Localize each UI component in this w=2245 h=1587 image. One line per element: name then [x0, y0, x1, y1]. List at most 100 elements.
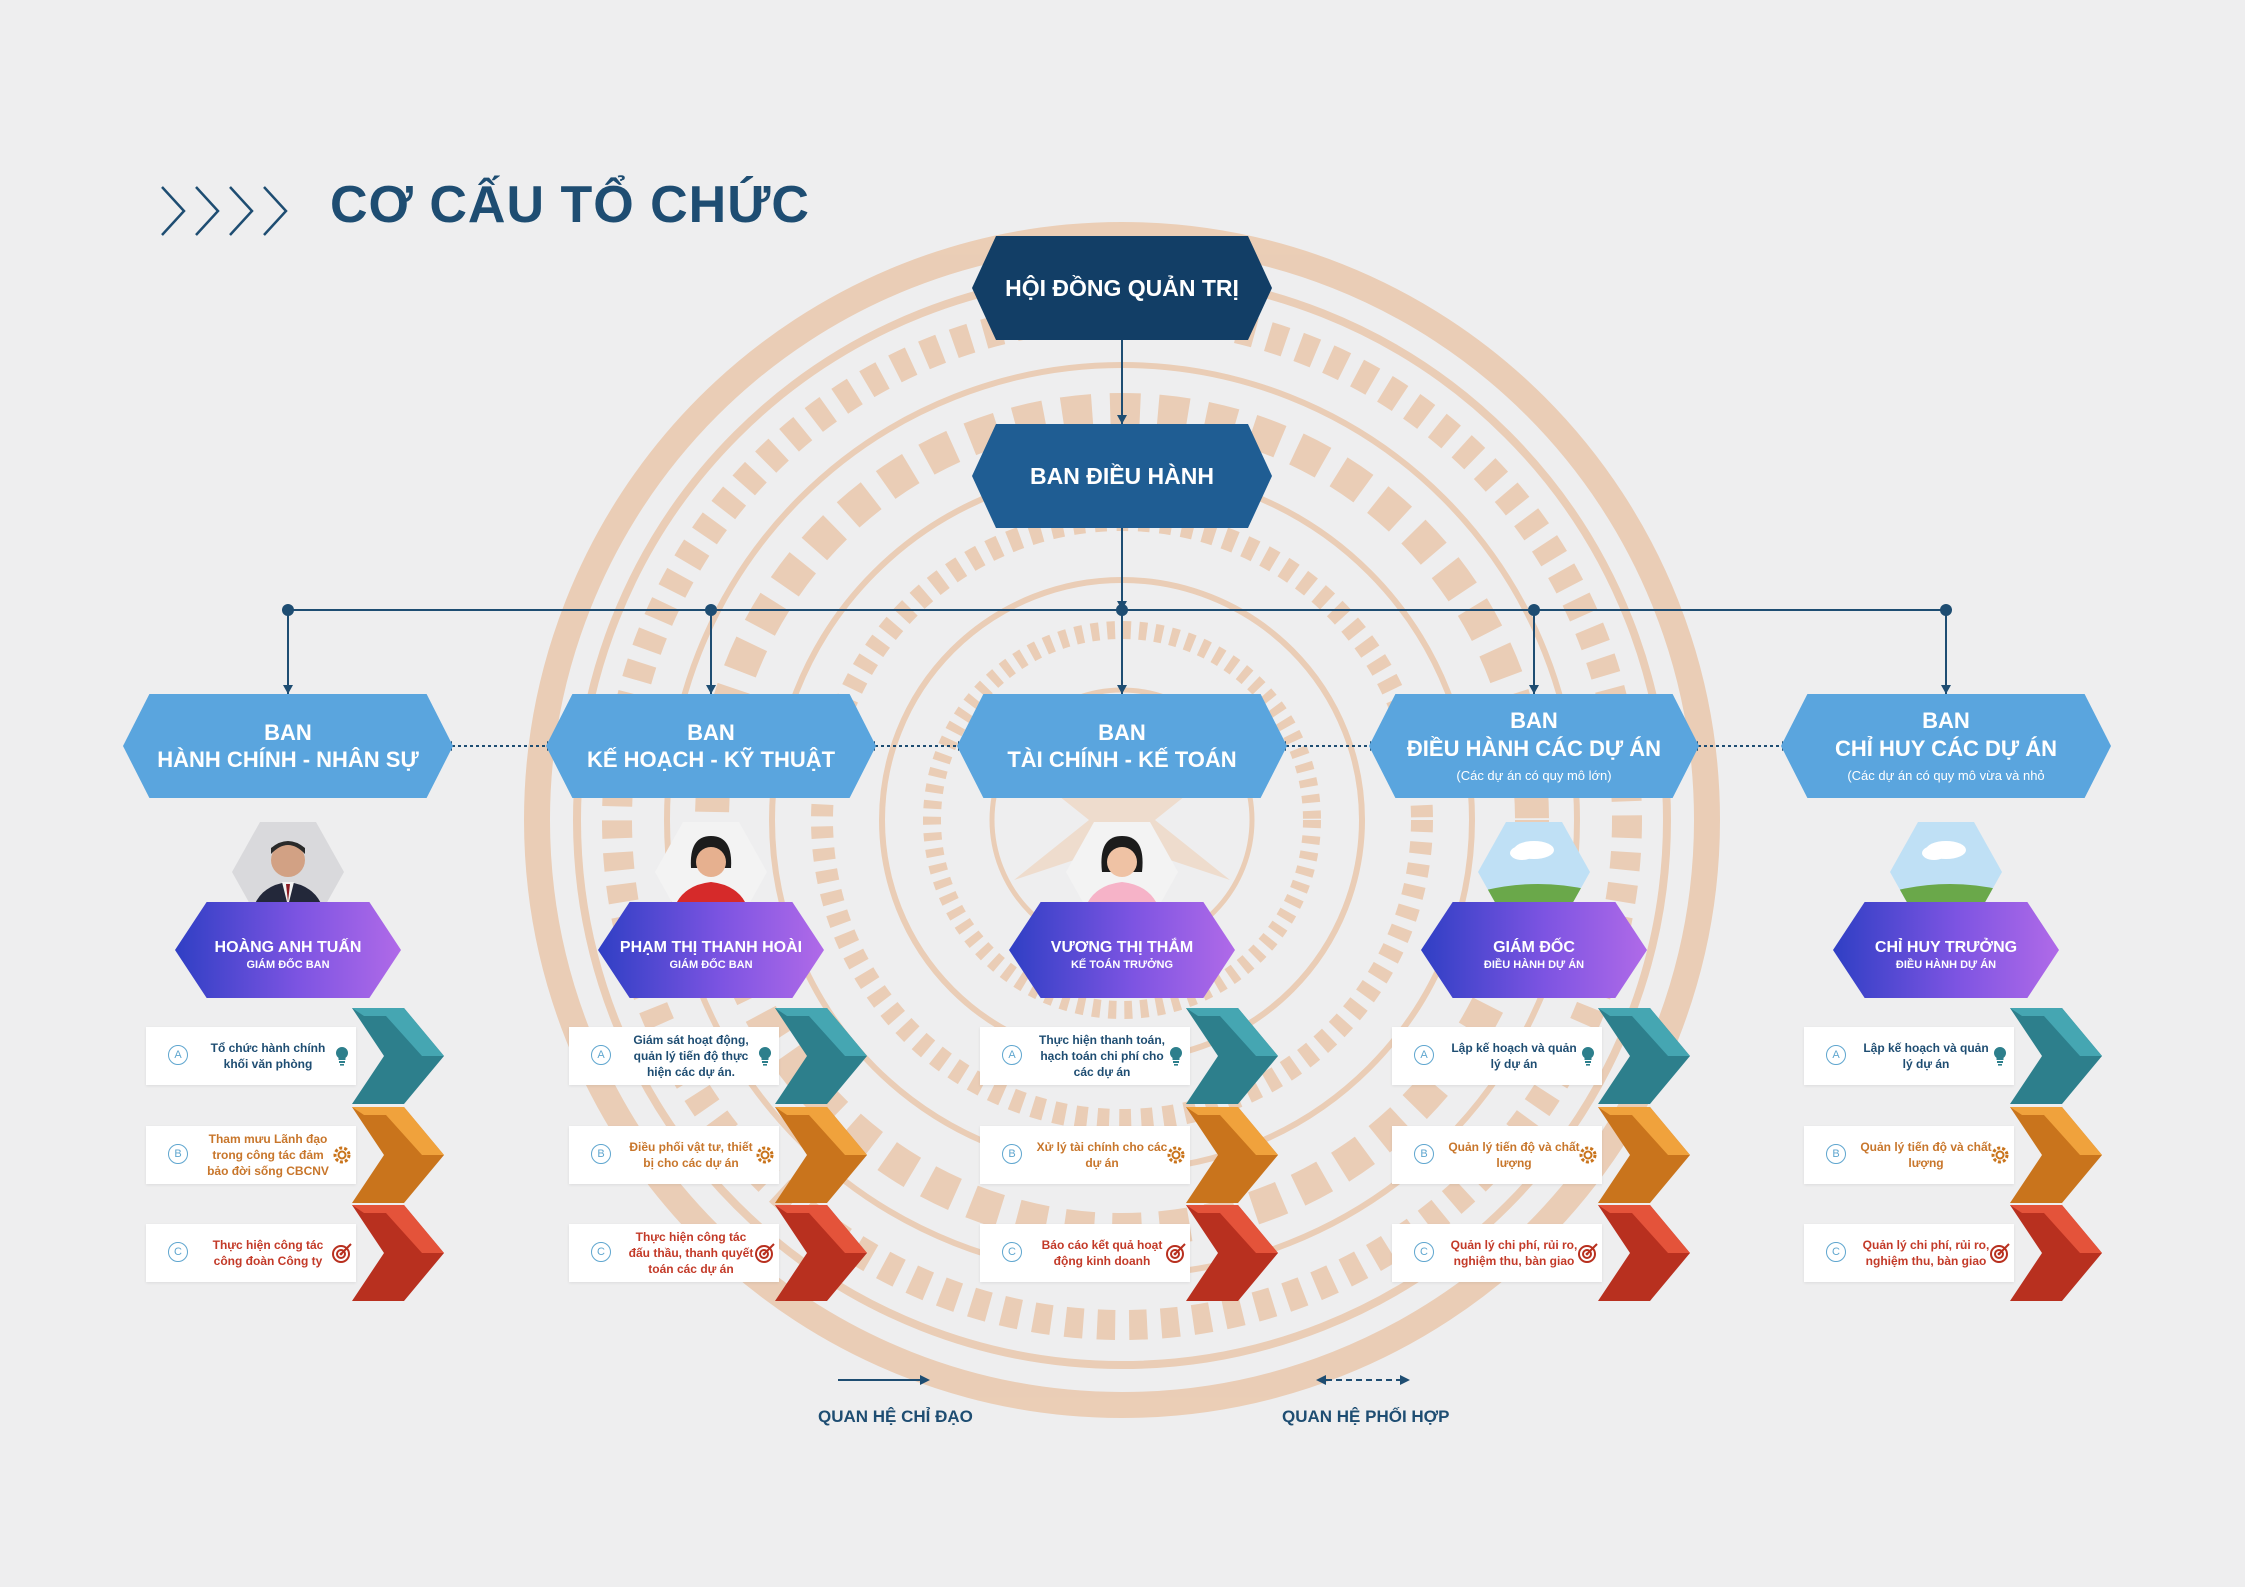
- chevron-arrow-icon: [1598, 1008, 1690, 1104]
- lightbulb-icon: [1164, 1044, 1188, 1068]
- department-name: TÀI CHÍNH - KẾ TOÁN: [1007, 747, 1237, 772]
- duty-text: Tham mưu Lãnh đạo trong công tác đảm bảo…: [207, 1131, 329, 1179]
- person-name: HOÀNG ANH TUẤN: [214, 939, 362, 956]
- chevron-arrow-icon: [2010, 1107, 2102, 1203]
- duty-text: Tổ chức hành chính khối văn phòng: [210, 1040, 326, 1071]
- legend-direct-arrow: [838, 1375, 930, 1385]
- department-prefix: BAN: [1098, 719, 1146, 745]
- duty-card: C Báo cáo kết quả hoạt động kinh doanh: [980, 1224, 1190, 1282]
- chevron-arrow-icon: [1186, 1107, 1278, 1203]
- department-prefix: BAN: [687, 719, 735, 745]
- chevron-arrow-icon: [1186, 1205, 1278, 1301]
- target-icon: [753, 1241, 777, 1265]
- arrowhead: [1529, 685, 1539, 694]
- duty-card: A Tổ chức hành chính khối văn phòng: [146, 1027, 356, 1085]
- person-role: ĐIỀU HÀNH DỰ ÁN: [1895, 959, 1997, 971]
- legend-coord-arrow: [1316, 1375, 1410, 1385]
- duty-text: Thực hiện công tác đấu thầu, thanh quyết…: [628, 1229, 754, 1277]
- duty-letter-badge: A: [168, 1045, 188, 1065]
- person-card: GIÁM ĐỐC ĐIỀU HÀNH DỰ ÁN: [1421, 902, 1647, 998]
- duty-letter-badge: B: [591, 1144, 611, 1164]
- target-icon: [330, 1241, 354, 1265]
- duty-letter-badge: B: [1414, 1144, 1434, 1164]
- duty-card: B Quản lý tiến độ và chất lượng: [1392, 1126, 1602, 1184]
- duty-text: Thực hiện công tác công đoàn Công ty: [212, 1237, 324, 1268]
- person-card: CHỈ HUY TRƯỞNG ĐIỀU HÀNH DỰ ÁN: [1833, 902, 2059, 998]
- arrowhead: [1941, 685, 1951, 694]
- department-name: HÀNH CHÍNH - NHÂN SỰ: [157, 747, 419, 772]
- person-name: VƯƠNG THỊ THẮM: [1050, 939, 1194, 956]
- chevron-arrow-icon: [775, 1205, 867, 1301]
- duty-letter-badge: A: [591, 1045, 611, 1065]
- duty-text: Xử lý tài chính cho các dự án: [1036, 1139, 1168, 1170]
- chevron-arrow-icon: [775, 1107, 867, 1203]
- person-name: CHỈ HUY TRƯỞNG: [1874, 939, 2018, 956]
- person-name: GIÁM ĐỐC: [1493, 939, 1575, 956]
- duty-card: B Quản lý tiến độ và chất lượng: [1804, 1126, 2014, 1184]
- target-icon: [1988, 1241, 2012, 1265]
- chevron-arrow-icon: [2010, 1205, 2102, 1301]
- chevron-arrow-icon: [352, 1008, 444, 1104]
- gear-icon: [1988, 1143, 2012, 1167]
- arrowhead: [706, 685, 716, 694]
- gear-icon: [1164, 1143, 1188, 1167]
- duty-text: Quản lý tiến độ và chất lượng: [1448, 1139, 1580, 1170]
- duty-letter-badge: C: [1002, 1242, 1022, 1262]
- chevron-arrow-icon: [352, 1205, 444, 1301]
- duty-text: Thực hiện thanh toán, hạch toán chi phí …: [1038, 1032, 1166, 1080]
- duty-letter-badge: A: [1414, 1045, 1434, 1065]
- department-name: ĐIỀU HÀNH CÁC DỰ ÁN: [1406, 735, 1662, 761]
- chevron-arrow-icon: [775, 1008, 867, 1104]
- department-prefix: BAN: [1510, 708, 1558, 734]
- person-role: KẾ TOÁN TRƯỞNG: [1070, 959, 1174, 971]
- lightbulb-icon: [1576, 1044, 1600, 1068]
- page-title: CƠ CẤU TỔ CHỨC: [330, 176, 810, 234]
- gear-icon: [753, 1143, 777, 1167]
- arrowhead: [1117, 415, 1127, 424]
- person-card: VƯƠNG THỊ THẮM KẾ TOÁN TRƯỞNG: [1009, 902, 1235, 998]
- chevron-arrow-icon: [1186, 1008, 1278, 1104]
- duty-text: Quản lý tiến độ và chất lượng: [1860, 1139, 1992, 1170]
- legend-direct-label: QUAN HỆ CHỈ ĐẠO: [818, 1407, 973, 1426]
- target-icon: [1576, 1241, 1600, 1265]
- chevron-arrow-icon: [352, 1107, 444, 1203]
- legend-coord-label: QUAN HỆ PHỐI HỢP: [1282, 1407, 1450, 1426]
- target-icon: [1164, 1241, 1188, 1265]
- lightbulb-icon: [753, 1044, 777, 1068]
- department-prefix: BAN: [264, 719, 312, 745]
- duty-letter-badge: A: [1002, 1045, 1022, 1065]
- chevrons-icon: [161, 186, 288, 236]
- duty-text: Lập kế hoạch và quản lý dự án: [1863, 1040, 1989, 1071]
- person-role: ĐIỀU HÀNH DỰ ÁN: [1483, 959, 1585, 971]
- duty-text: Báo cáo kết quả hoạt động kinh doanh: [1041, 1237, 1163, 1268]
- department-name: CHỈ HUY CÁC DỰ ÁN: [1835, 735, 2057, 761]
- department-name: KẾ HOẠCH - KỸ THUẬT: [586, 747, 836, 772]
- arrowhead: [1117, 685, 1127, 694]
- duty-letter-badge: B: [1002, 1144, 1022, 1164]
- duty-text: Điều phối vật tư, thiết bị cho các dự án: [629, 1139, 753, 1170]
- gear-icon: [330, 1143, 354, 1167]
- person-role: GIÁM ĐỐC BAN: [246, 959, 330, 971]
- department-note: (Các dự án có quy mô lớn): [1456, 768, 1612, 784]
- chevron-arrow-icon: [2010, 1008, 2102, 1104]
- duty-text: Giám sát hoạt động, quản lý tiến độ thực…: [633, 1032, 749, 1080]
- board-node: HỘI ĐỒNG QUẢN TRỊ: [972, 236, 1272, 340]
- department-prefix: BAN: [1922, 708, 1970, 734]
- person-name: PHẠM THỊ THANH HOÀI: [619, 939, 803, 956]
- duty-text: Quản lý chi phí, rủi ro, nghiệm thu, bàn…: [1450, 1237, 1578, 1268]
- duty-letter-badge: C: [591, 1242, 611, 1262]
- duty-letter-badge: B: [1826, 1144, 1846, 1164]
- department-note: (Các dự án có quy mô vừa và nhỏ: [1847, 768, 2045, 784]
- duty-card: A Thực hiện thanh toán, hạch toán chi phí…: [980, 1027, 1190, 1085]
